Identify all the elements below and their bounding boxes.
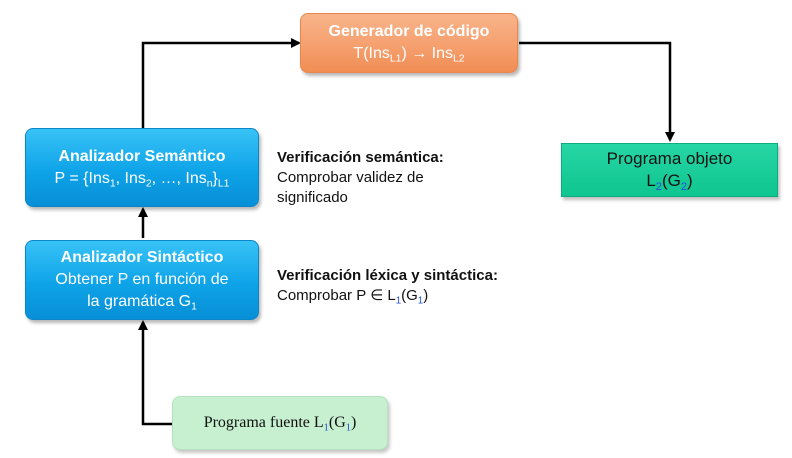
semantic-verification-line2: significado	[277, 189, 348, 206]
syntactic-analyzer-box: Analizador Sintáctico Obtener P en funci…	[25, 240, 259, 320]
semantic-analyzer-box: Analizador Semántico P = {Ins1, Ins2, …,…	[25, 128, 259, 207]
arrow-source-to-syntactic	[138, 320, 172, 426]
code-generator-formula: T(InsL1) → InsL2	[353, 45, 465, 65]
code-generator-title: Generador de código	[328, 23, 490, 40]
target-program-label: Programa objeto	[606, 149, 733, 168]
source-program-box: Programa fuente L1(G1)	[172, 396, 388, 450]
semantic-verification-line1: Comprobar validez de	[277, 169, 424, 186]
lexical-verification-line: Comprobar P ∈ L1(G1)	[277, 287, 429, 307]
semantic-verification-heading: Verificación semántica:	[277, 149, 444, 166]
target-program-language: L2(G2)	[646, 171, 693, 193]
source-program-label: Programa fuente L1(G1)	[203, 414, 357, 434]
arrow-generator-to-target	[519, 41, 675, 142]
code-generator-box: Generador de código T(InsL1) → InsL2	[300, 13, 518, 73]
semantic-verification-note: Verificación semántica: Comprobar valide…	[277, 148, 444, 208]
syntactic-analyzer-title: Analizador Sintáctico	[60, 249, 224, 266]
lexical-verification-heading: Verificación léxica y sintáctica:	[277, 267, 498, 284]
arrow-semantic-to-generator	[141, 38, 301, 128]
semantic-analyzer-set: P = {Ins1, Ins2, …, Insn}L1	[54, 169, 230, 190]
semantic-analyzer-title: Analizador Semántico	[58, 147, 226, 165]
target-program-box: Programa objeto L2(G2)	[561, 143, 778, 197]
syntactic-analyzer-line2: Obtener P en función de	[55, 271, 229, 288]
syntactic-analyzer-line3: la gramática G1	[87, 293, 197, 313]
lexical-verification-note: Verificación léxica y sintáctica: Compro…	[277, 266, 498, 306]
